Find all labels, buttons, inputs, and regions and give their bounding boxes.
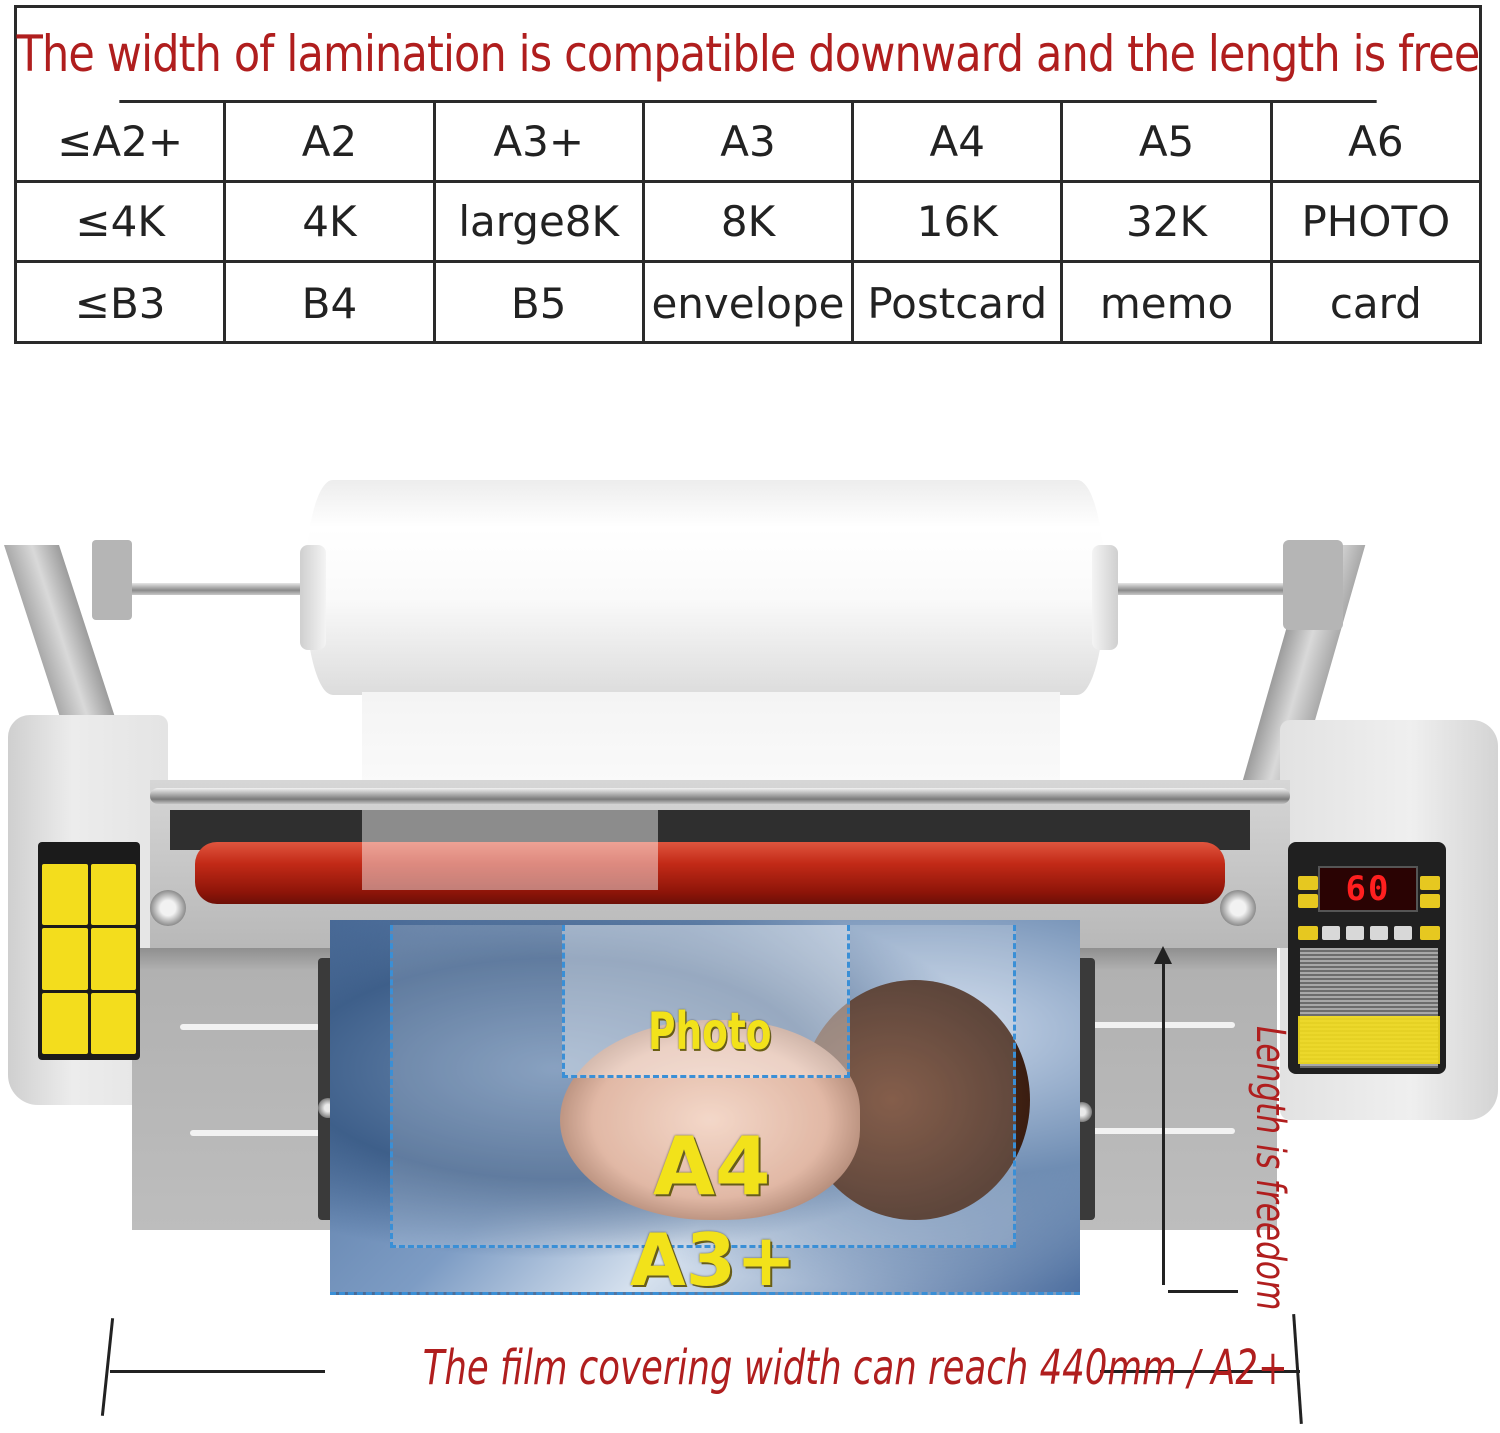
axle-bracket-left: [92, 540, 132, 620]
roller-knob-left: [150, 890, 186, 926]
table-cell: A2: [226, 103, 436, 180]
table-cell: B5: [436, 263, 645, 343]
table-cell: large8K: [436, 183, 645, 260]
width-marker-right: [1292, 1314, 1303, 1424]
roll-cap-right: [1092, 545, 1118, 650]
length-note: Length is freedom: [1247, 1026, 1293, 1311]
a4-size-label: A4: [653, 1120, 771, 1213]
roll-cap-left: [300, 545, 326, 650]
width-marker-left: [100, 1318, 115, 1416]
film-roll: [305, 480, 1105, 695]
table-cell: 16K: [854, 183, 1064, 260]
control-key: [1420, 876, 1440, 890]
table-cell: Postcard: [854, 263, 1064, 343]
table-cell: memo: [1063, 263, 1273, 343]
table-row: ≤A2+ A2 A3+ A3 A4 A5 A6: [17, 103, 1479, 183]
film-axle-left: [108, 583, 308, 595]
length-arrow-head: [1154, 946, 1172, 964]
tray-slot: [1085, 1128, 1235, 1134]
control-key: [1298, 876, 1318, 890]
heating-roller: [195, 842, 1225, 904]
table-row: ≤4K 4K large8K 8K 16K 32K PHOTO: [17, 183, 1479, 263]
laminator-illustration: Photo A4 A3+ 60 Length is freedom The fi…: [0, 380, 1500, 1433]
table-cell: 8K: [645, 183, 855, 260]
table-cell: A5: [1063, 103, 1273, 180]
film-feed: [362, 810, 658, 890]
table-cell: card: [1329, 278, 1422, 328]
table-row: ≤B3 B4 B5 envelope Postcard memo card: [17, 263, 1479, 343]
table-cell: ≤A2+: [17, 103, 227, 180]
table-cell: ≤4K: [17, 183, 227, 260]
table-cell: B4: [226, 263, 436, 343]
control-button: [1322, 926, 1340, 940]
table-cell: 32K: [1063, 183, 1273, 260]
control-button: [1394, 926, 1412, 940]
control-key: [1420, 926, 1440, 940]
control-button: [1346, 926, 1364, 940]
control-key: [1298, 894, 1318, 908]
table-cell: PHOTO: [1301, 197, 1451, 246]
top-rod: [150, 788, 1290, 804]
table-cell: ≤B3: [17, 263, 227, 343]
table-cell: 4K: [226, 183, 436, 260]
size-compatibility-table: The width of lamination is compatible do…: [14, 5, 1482, 344]
length-arrow-base: [1168, 1290, 1238, 1293]
tray-slot: [190, 1130, 325, 1136]
table-cell: A6: [1348, 117, 1404, 166]
tray-slot: [1085, 1022, 1235, 1028]
control-button: [1370, 926, 1388, 940]
warning-label: [1298, 1016, 1440, 1064]
temperature-display: 60: [1318, 866, 1418, 912]
width-line-right: [1100, 1370, 1300, 1373]
a4-outline: [390, 925, 1016, 1248]
control-key: [1298, 926, 1318, 940]
width-line-left: [110, 1370, 325, 1373]
film-axle-right: [1110, 583, 1320, 595]
a3plus-size-label: A3+: [630, 1218, 797, 1302]
width-note: The film covering width can reach 440mm …: [422, 1340, 1288, 1396]
control-key: [1420, 894, 1440, 908]
photo-size-outline: [562, 925, 850, 1078]
table-cell: A3: [645, 103, 855, 180]
table-cell: envelope: [645, 263, 855, 343]
roller-knob-right: [1220, 890, 1256, 926]
photo-size-label: Photo: [648, 1002, 772, 1062]
table-title: The width of lamination is compatible do…: [17, 8, 1480, 103]
length-arrow-line: [1162, 960, 1165, 1285]
photo-subject-face: [560, 1020, 860, 1220]
instruction-sticker-grid: [42, 864, 136, 1054]
table-cell: A3+: [436, 103, 645, 180]
tray-slot: [180, 1024, 320, 1030]
table-cell: A4: [854, 103, 1064, 180]
axle-bracket-right: [1283, 540, 1343, 630]
